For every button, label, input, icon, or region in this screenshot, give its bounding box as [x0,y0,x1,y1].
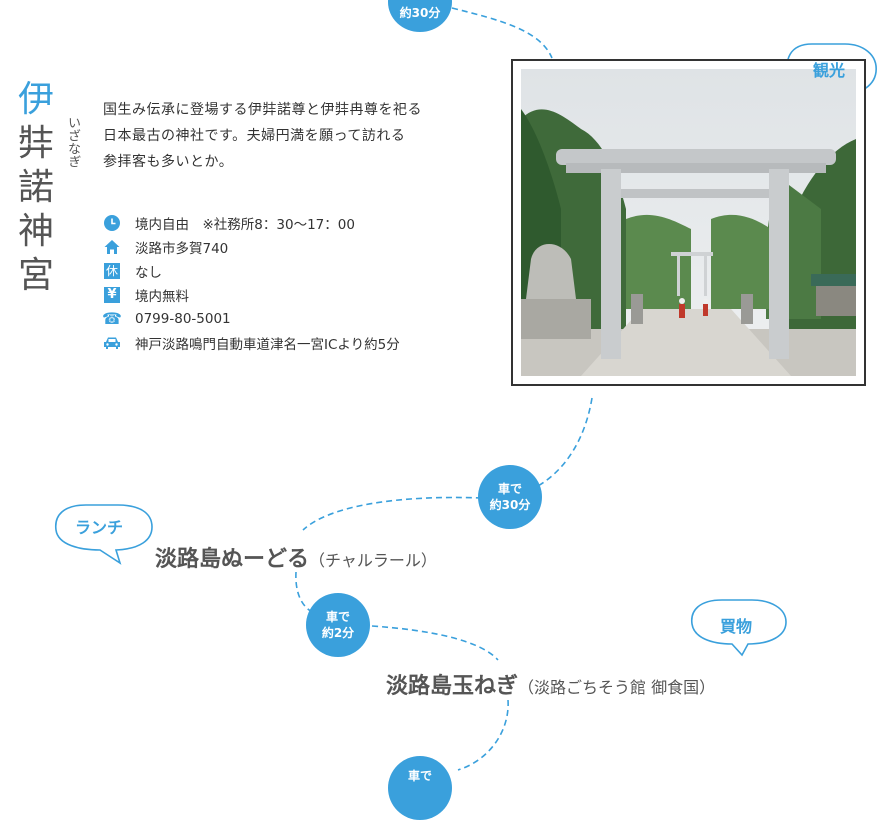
route-path-lunch-down [295,571,313,613]
tag-kanko: 観光 [813,61,846,80]
clock-icon [103,214,121,232]
info-row-closed: 休 なし [103,259,400,283]
shrine-title: 伊 弉 諾 神 宮 [16,78,56,298]
phone-glyph: ☎ [102,309,122,328]
route-path-to-lunch [302,496,483,531]
route-bubble-2-time: 約2分 [321,626,355,640]
shrine-info-list: 境内自由 ※社務所8：30〜17：00 淡路市多賀740 休 なし ¥ 境内無料… [102,211,400,355]
info-address-text: 淡路市多賀740 [135,241,229,257]
stop-tamanegi: 淡路島玉ねぎ（淡路ごちそう館 御食国） [386,668,715,700]
route-bubble-3-mode: 車で [407,769,432,783]
route-bubble-2: 車で 約2分 [306,593,370,657]
route-bubble-2-mode: 車で [325,610,350,624]
tag-shopping-outline [691,599,787,657]
car-icon [103,334,121,352]
shrine-description: 国生み伝承に登場する伊弉諾尊と伊弉冉尊を祀る 日本最古の神社です。夫婦円満を願っ… [103,97,422,175]
info-row-access: 神戸淡路鳴門自動車道津名一宮ICより約5分 [103,331,400,355]
shrine-title-char: 伊 [17,79,54,120]
description-line: 日本最古の神社です。夫婦円満を願って訪れる [103,128,406,144]
route-path-photo-down [537,397,593,487]
shrine-title-char: 宮 [17,255,54,296]
route-path-to-shopping [371,625,499,661]
route-path-bottom [457,699,509,771]
yen-glyph: ¥ [104,287,120,303]
route-bubble-1: 車で 約30分 [478,465,542,529]
stop-tamanegi-sub: （淡路ごちそう館 御食国） [518,678,716,697]
stop-nudoru-sub: （チャルラール） [309,551,437,570]
shrine-title-char: 諾 [17,167,54,208]
info-fee-text: 境内無料 [135,289,189,305]
route-bubble-top-time: 約30分 [399,6,441,20]
shrine-title-char: 神 [17,211,54,252]
shrine-title-char: 弉 [17,123,54,164]
stop-nudoru-name: 淡路島ぬーどる [155,547,310,572]
shrine-title-reading: いざなぎ [65,116,80,168]
tag-lunch: ランチ [75,518,124,537]
info-hours-text: 境内自由 ※社務所8：30〜17：00 [135,217,355,233]
info-access-text: 神戸淡路鳴門自動車道津名一宮ICより約5分 [135,337,400,353]
stop-nudoru: 淡路島ぬーどる（チャルラール） [155,541,437,573]
stop-tamanegi-name: 淡路島玉ねぎ [386,674,519,699]
route-bubble-1-mode: 車で [497,482,522,496]
shrine-photo [521,69,856,376]
description-line: 国生み伝承に登場する伊弉諾尊と伊弉冉尊を祀る [103,102,422,118]
house-icon [103,238,121,256]
tag-shopping: 買物 [720,617,753,636]
tag-lunch-outline [55,504,153,565]
phone-icon: ☎ [102,309,122,328]
route-path-top [451,7,553,59]
closed-day-glyph: 休 [104,263,120,279]
description-line: 参拝客も多いとか。 [103,154,234,170]
info-phone-text: 0799-80-5001 [135,311,231,327]
shrine-photo-frame [511,59,866,386]
info-row-phone: ☎ 0799-80-5001 [102,307,400,331]
info-row-fee: ¥ 境内無料 [103,283,400,307]
closed-day-icon: 休 [103,262,121,280]
info-closed-text: なし [135,265,162,281]
route-bubble-1-time: 約30分 [489,498,531,512]
info-row-address: 淡路市多賀740 [103,235,400,259]
route-bubble-3: 車で [388,756,452,820]
yen-icon: ¥ [103,286,121,304]
info-row-hours: 境内自由 ※社務所8：30〜17：00 [103,211,400,235]
